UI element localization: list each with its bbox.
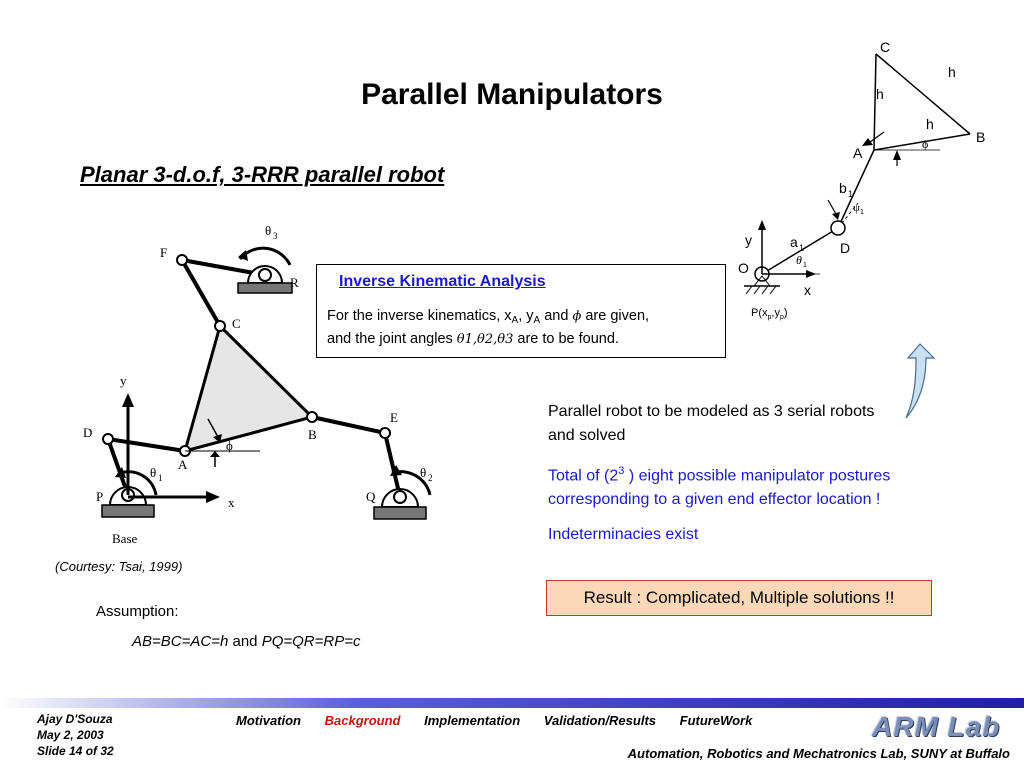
link-pd [106,438,130,496]
joint-b [306,411,318,423]
joint-r [258,268,272,282]
nav-background[interactable]: Background [324,713,401,728]
label-p-point: P(xp,yp) [751,307,788,321]
label-d-point: D [840,240,850,256]
point-postures: Total of (23 ) eight possible manipulato… [548,465,891,509]
label-r: R [290,275,299,290]
nav-implementation[interactable]: Implementation [424,713,521,728]
base-r [237,282,293,294]
footer-bar [0,698,1024,708]
label-x: x [804,282,811,298]
label-b-point: B [976,129,985,145]
assumption-equations: AB=BC=AC=h and PQ=QR=RP=c [132,633,361,650]
label-a-point: A [853,145,863,161]
assumption-label: Assumption: [96,603,179,620]
lab-name: Automation, Robotics and Mechatronics La… [627,746,1010,761]
curved-arrow-icon [905,343,936,419]
label-phi: ϕ [226,438,233,453]
label-theta2: θ [420,465,426,480]
label-e: E [390,410,398,425]
link-da [107,437,186,453]
nav-motivation[interactable]: Motivation [236,713,301,728]
label-theta1-sub: 1 [158,473,163,483]
nav-futurework[interactable]: FutureWork [679,713,753,728]
label-h-left: h [876,86,884,102]
label-psi: ψ [853,202,860,214]
label-b: B [308,427,317,442]
label-theta1-sub: 1 [803,262,807,269]
moving-platform [182,323,315,454]
label-q: Q [366,489,376,504]
author-name: Ajay D'Souza [37,712,113,726]
point-serial-robots: Parallel robot to be modeled as 3 serial… [548,403,875,444]
label-f: F [160,245,167,260]
label-y: y [745,232,752,248]
label-theta2-sub: 2 [428,473,433,483]
label-y: y [120,373,127,388]
joint-c [214,320,226,332]
ik-title-link[interactable]: Inverse Kinematic Analysis [339,273,546,290]
ik-description: For the inverse kinematics, xA, yA and ϕ… [327,308,650,347]
label-phi: ϕ [922,137,928,151]
presentation-date: May 2, 2003 [37,728,104,742]
inverse-kinematics-box: Inverse Kinematic Analysis For the inver… [316,264,726,358]
footer-nav: Motivation Background Implementation Val… [236,713,772,728]
label-theta3: θ [265,223,271,238]
base-q [373,506,427,520]
point-indeterminacies: Indeterminacies exist [548,526,699,544]
label-h-top: h [948,64,956,80]
joint-q [393,490,407,504]
link-fc [180,259,222,327]
label-base: Base [112,531,138,546]
label-a1-sub: 1 [799,243,804,253]
courtesy-note: (Courtesy: Tsai, 1999) [55,559,183,574]
page-title: Parallel Manipulators [361,78,663,111]
subtitle: Planar 3-d.o.f, 3-RRR parallel robot [80,162,445,187]
serial-chain-diagram: C h h h B A ϕ b 1 ψ 1 y a 1 D O θ 1 x P(… [738,39,985,321]
footer-author-info: Ajay D'Souza May 2, 2003 Slide 14 of 32 [37,711,114,759]
label-theta1: θ [150,465,156,480]
label-h-bottom: h [926,116,934,132]
label-a: A [178,457,188,472]
label-theta1: θ [796,253,802,267]
label-x: x [228,495,235,510]
label-b1-sub: 1 [848,189,853,199]
explanation-text: Parallel robot to be modeled as 3 serial… [548,400,898,558]
result-box: Result : Complicated, Multiple solutions… [546,580,932,616]
label-b1: b [839,180,847,196]
joint-d [102,433,114,445]
label-p: P [96,489,103,504]
slide-number: Slide 14 of 32 [37,744,114,758]
label-d: D [83,425,92,440]
label-psi-sub: 1 [860,209,864,216]
base-p [101,504,155,518]
arm-lab-logo: ARM Lab [872,711,1001,742]
label-o: O [738,260,749,276]
label-a1: a [790,234,798,250]
link-qe [383,432,402,498]
joint-e [379,427,391,439]
nav-validation-results[interactable]: Validation/Results [543,713,657,728]
3rrr-mechanism-diagram: F R C D E A B P Q y x Base θ 1 θ 2 θ 3 ϕ [83,223,433,546]
label-c: C [880,39,890,55]
link-be [311,415,386,435]
label-theta3-sub: 3 [273,231,278,241]
joint-f [176,254,188,266]
label-c: C [232,316,241,331]
